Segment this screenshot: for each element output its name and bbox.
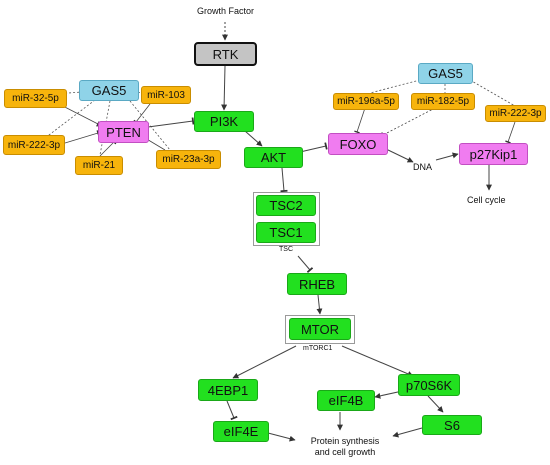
mtorc1-label: mTORC1 bbox=[303, 345, 333, 352]
edge-gas5r-mir196a bbox=[369, 79, 421, 94]
edge-mtor-4ebp1 bbox=[232, 345, 297, 379]
edge-akt-tsc bbox=[280, 167, 288, 193]
edge-mtor-p70s6k bbox=[341, 345, 414, 377]
edge-rheb-mtor bbox=[316, 294, 323, 315]
protein-synthesis-label: Protein synthesis and cell growth bbox=[300, 436, 390, 458]
edge-gas5-mir21 bbox=[99, 100, 111, 156]
mir-222-3p-left-node: miR-222-3p bbox=[3, 135, 65, 155]
4ebp1-node: 4EBP1 bbox=[198, 379, 258, 401]
edge-tsc-rheb bbox=[297, 255, 314, 273]
mir-32-5p-node: miR-32-5p bbox=[4, 89, 67, 108]
eif4e-node: eIF4E bbox=[213, 421, 269, 442]
edge-pten-pi3k bbox=[147, 117, 195, 128]
edge-s6-protein bbox=[392, 427, 423, 438]
mir-21-node: miR-21 bbox=[75, 156, 123, 175]
rtk-node: RTK bbox=[194, 42, 257, 66]
eif4b-node: eIF4B bbox=[317, 390, 375, 411]
akt-node: AKT bbox=[244, 147, 303, 168]
mtor-node: MTOR bbox=[289, 318, 351, 340]
edge-mir103-pten bbox=[133, 103, 151, 125]
edge-mir182-foxo bbox=[381, 107, 436, 138]
tsc2-node: TSC2 bbox=[256, 195, 316, 216]
s6-node: S6 bbox=[422, 415, 482, 435]
edge-mir222left-pten bbox=[64, 130, 100, 144]
rheb-node: RHEB bbox=[287, 273, 347, 295]
foxo-node: FOXO bbox=[328, 133, 388, 155]
tsc1-node: TSC1 bbox=[256, 222, 316, 243]
mir-23a-3p-node: miR-23a-3p bbox=[156, 150, 221, 169]
p70s6k-node: p70S6K bbox=[398, 374, 460, 396]
edge-dna-p27 bbox=[435, 152, 459, 161]
dna-label: DNA bbox=[413, 162, 433, 172]
edge-gas5-mir103 bbox=[129, 90, 149, 95]
edge-foxo-dna bbox=[385, 148, 414, 163]
pten-node: PTEN bbox=[98, 121, 149, 143]
gas5-right-node: GAS5 bbox=[418, 63, 473, 84]
p27kip1-node: p27Kip1 bbox=[459, 143, 528, 165]
mir-182-5p-node: miR-182-5p bbox=[411, 93, 475, 110]
mir-103-node: miR-103 bbox=[141, 86, 191, 104]
edge-4ebp1-eif4e bbox=[226, 400, 238, 421]
cell-cycle-label: Cell cycle bbox=[467, 195, 506, 205]
edge-p70s6k-s6 bbox=[427, 395, 444, 413]
edge-eif4e-protein bbox=[267, 432, 296, 442]
edge-akt-foxo bbox=[299, 142, 328, 153]
edge-pi3k-akt bbox=[244, 130, 263, 147]
growth-factor-label: Growth Factor bbox=[197, 6, 255, 16]
mir-196a-5p-node: miR-196a-5p bbox=[333, 93, 399, 110]
edge-rtk-pi3k bbox=[221, 65, 228, 111]
pi3k-node: PI3K bbox=[194, 111, 254, 132]
edge-mir21-pten bbox=[99, 139, 117, 157]
edge-gas5-mir222left bbox=[44, 99, 96, 139]
mir-222-3p-right-node: miR-222-3p bbox=[485, 105, 546, 122]
edge-mir196a-foxo bbox=[354, 107, 366, 134]
edge-gas5r-mir222right bbox=[469, 79, 516, 107]
edge-mir222right-p27 bbox=[505, 121, 516, 144]
edge-gas5-mir23a bbox=[129, 100, 171, 151]
tsc-complex-label: TSC bbox=[279, 246, 293, 253]
gas5-left-node: GAS5 bbox=[79, 80, 139, 101]
protein-synthesis-line1: Protein synthesis bbox=[310, 436, 380, 446]
protein-synthesis-line2: and cell growth bbox=[314, 447, 376, 457]
